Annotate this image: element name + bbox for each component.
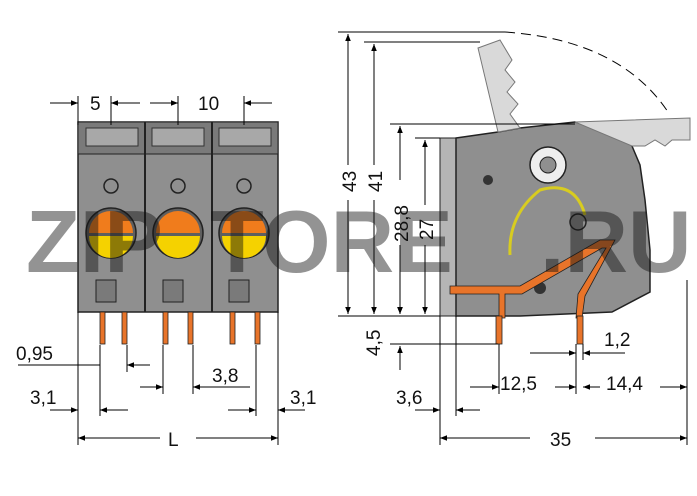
dim-pin-width: 1,2 [604,330,630,351]
watermark-suffix: .RU [540,192,692,291]
lever-open [477,39,521,133]
test-hole [236,178,252,194]
orange-lever [156,211,200,233]
dim-height-28-8: 28,8 [392,205,413,242]
dim-pin-offset: 3,6 [396,388,422,409]
lever-closed [574,117,691,147]
front-view: 5 10 0,95 3,8 3,1 3,1 L [16,94,316,451]
dim-height-43: 43 [340,171,361,192]
test-hole [170,178,186,194]
dim-total-depth: 35 [550,430,571,451]
side-dimensions [338,31,688,445]
watermark-brand: ZIP [26,192,163,291]
dim-height-41: 41 [366,171,387,192]
pins [99,311,261,345]
current-bar [449,239,616,319]
dim-pin-diameter: 0,95 [16,344,53,365]
orange-lever [222,211,266,233]
side-pin-front [495,315,503,345]
dim-pin-length: 4,5 [364,330,385,356]
housing-side [455,121,651,317]
lever-swing-arc [504,31,669,113]
orange-lever [89,211,133,233]
yellow-lever [222,236,266,258]
dim-height-27: 27 [417,219,438,240]
yellow-lever [89,236,133,258]
dim-right-span: 14,4 [606,374,643,395]
watermark: ZIP TORE .RU [26,192,692,291]
dim-length: L [168,430,179,451]
dim-left-offset: 3,1 [30,388,56,409]
dim-pin-span: 12,5 [500,374,537,395]
module-3 [218,127,272,303]
watermark-brand-rest: TORE [210,192,453,291]
yellow-lever [156,236,200,258]
clamp-spring [508,186,587,256]
side-pin-rear [576,315,584,345]
front-dimensions [18,96,305,445]
module-1 [85,127,139,303]
side-view: 43 41 28,8 27 4,5 1,2 12,5 14,4 3,6 35 [338,31,691,451]
dim-right-offset: 3,1 [290,388,316,409]
dim-pitch-10: 10 [198,94,219,115]
dim-pitch-5: 5 [90,94,101,115]
dim-pin-pitch: 3,8 [212,366,238,387]
test-hole [103,178,119,194]
module-2 [151,127,205,303]
